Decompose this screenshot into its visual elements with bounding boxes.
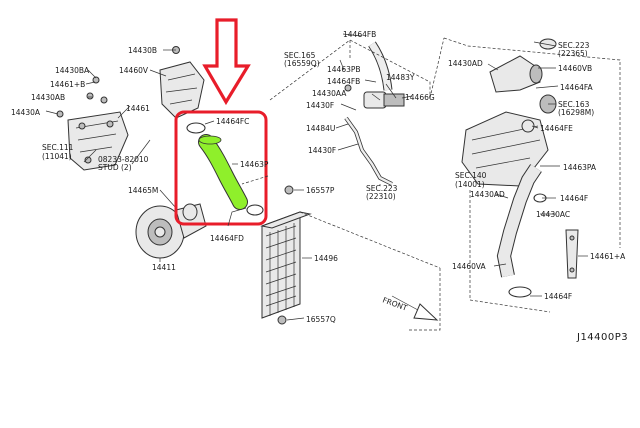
label-14430f-2: 14430F bbox=[308, 146, 336, 155]
label-14430ba: 14430BA bbox=[55, 66, 90, 75]
label-16557p: 16557P bbox=[306, 186, 335, 195]
label-14463pb: 14463PB bbox=[327, 65, 361, 74]
label-14464fe: 14464FE bbox=[540, 124, 573, 133]
label-14461a: 14461+A bbox=[590, 252, 626, 261]
label-16557q: 16557Q bbox=[306, 315, 336, 324]
label-14463p: 14463P bbox=[240, 160, 269, 169]
label-14464fa: 14464FA bbox=[560, 83, 593, 92]
heat-shield-part bbox=[159, 61, 205, 119]
label-sec223-b-number: (22310) bbox=[366, 192, 396, 201]
label-14460v: 14460V bbox=[119, 66, 149, 75]
outlet-tube-part bbox=[496, 164, 547, 298]
label-14430b: 14430B bbox=[128, 46, 157, 55]
label-sec223-b: SEC.223 bbox=[366, 184, 398, 193]
label-sec165: SEC.165 bbox=[284, 51, 316, 60]
label-14411: 14411 bbox=[152, 263, 176, 272]
intercooler-part bbox=[260, 211, 312, 319]
label-14464fc: 14464FC bbox=[216, 117, 249, 126]
dashed-outline bbox=[241, 37, 445, 331]
label-sec140: SEC.140 bbox=[455, 171, 487, 180]
label-sec163: SEC.163 bbox=[558, 100, 590, 109]
label-14466g: 14466G bbox=[405, 93, 435, 102]
label-14464fb-2: 14464FB bbox=[327, 77, 360, 86]
label-14430ab: 14430AB bbox=[31, 93, 65, 102]
label-14483y: 14483Y bbox=[386, 73, 415, 82]
throttle-pipe-part bbox=[489, 38, 557, 93]
label-14430a: 14430A bbox=[11, 108, 41, 117]
right-leader-lines bbox=[487, 41, 588, 297]
label-sec111-number: (11041) bbox=[42, 152, 72, 161]
left-leader-lines bbox=[45, 49, 177, 262]
arrow-down-icon bbox=[202, 18, 251, 106]
vacuum-hose-part bbox=[344, 116, 393, 186]
label-sec223: SEC.223 bbox=[558, 41, 590, 50]
right-dashed-outline bbox=[443, 37, 621, 313]
highlight-box bbox=[174, 110, 268, 226]
label-sec140-number: (14001) bbox=[455, 180, 485, 189]
label-08233: 08233-82010 bbox=[98, 155, 149, 164]
label-14464f-2: 14464F bbox=[544, 292, 572, 301]
exhaust-manifold-part bbox=[67, 111, 129, 171]
label-14464fd: 14464FD bbox=[210, 234, 244, 243]
front-arrow-icon bbox=[391, 295, 439, 321]
intake-hose-part bbox=[198, 134, 248, 210]
label-14430ad: 14430AD bbox=[448, 59, 483, 68]
label-14430ad-2: 14430AD bbox=[470, 190, 505, 199]
label-sec111: SEC.111 bbox=[42, 143, 74, 152]
label-14461b: 14461+B bbox=[50, 80, 85, 89]
label-14464fb: 14464FB bbox=[343, 30, 376, 39]
label-14464f: 14464F bbox=[560, 194, 588, 203]
center-right-leader-lines bbox=[335, 33, 413, 186]
label-14496: 14496 bbox=[314, 254, 338, 263]
label-sec163-number: (16298M) bbox=[558, 108, 594, 117]
center-leader-lines bbox=[204, 120, 247, 227]
label-sec165-number: (16559Q) bbox=[284, 59, 320, 68]
bracket-part bbox=[565, 229, 579, 279]
label-sec223-number: (22365) bbox=[558, 49, 588, 58]
label-14465m: 14465M bbox=[128, 186, 158, 195]
intercooler-leader-lines bbox=[286, 189, 312, 321]
diagram-code: J14400P3 bbox=[576, 332, 628, 343]
part-labels: 14430B 14430BA 14460V 14461+B 14430AB 14… bbox=[11, 30, 628, 343]
label-14430f: 14430F bbox=[306, 101, 334, 110]
turbocharger-part bbox=[135, 203, 207, 259]
label-14461: 14461 bbox=[126, 104, 150, 113]
label-14484u: 14484U bbox=[306, 124, 335, 133]
bypass-valve-part bbox=[344, 84, 405, 109]
label-14430ac: 14430AC bbox=[536, 210, 570, 219]
intake-pipe-part bbox=[368, 41, 393, 91]
label-stud: STUD (2) bbox=[98, 163, 132, 172]
label-14460vb: 14460VB bbox=[558, 64, 592, 73]
hose-clamp-parts bbox=[186, 122, 264, 216]
label-14460va: 14460VA bbox=[452, 262, 487, 271]
intercooler-bolts bbox=[277, 185, 294, 325]
label-14430aa: 14430AA bbox=[312, 89, 347, 98]
label-14463pa: 14463PA bbox=[563, 163, 597, 172]
